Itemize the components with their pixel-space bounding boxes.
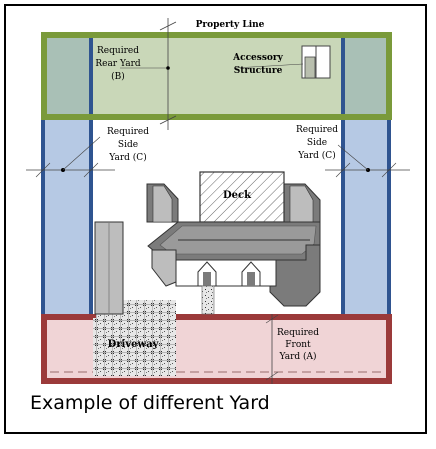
roof-wing-front-left: [151, 249, 177, 287]
accessory-label-line1: Accessory: [232, 53, 284, 63]
front-yard-label-line2: Front: [285, 340, 311, 350]
side-yard-right-label-line1: Required: [296, 125, 338, 135]
front-porch: [175, 259, 277, 287]
front-yard-label-line1: Required: [277, 328, 319, 338]
property-line-title: Property Line: [196, 20, 265, 30]
side-yard-left-label-line3: Yard (C): [108, 152, 146, 163]
side-yard-right-label-line3: Yard (C): [297, 150, 335, 161]
rear-yard-corner-right: [343, 38, 386, 114]
side-yard-right: [343, 118, 391, 316]
side-yard-left: [43, 118, 91, 316]
front-yard-label-line3: Yard (A): [278, 351, 316, 362]
roof-wing-front-right: [269, 244, 321, 307]
accessory-label-line2: Structure: [234, 66, 283, 76]
accessory-door: [304, 56, 316, 79]
deck: [199, 171, 285, 223]
side-yard-left-label-line2: Side: [118, 140, 138, 150]
deck-label: Deck: [223, 190, 252, 201]
accessory-leader: [234, 63, 304, 69]
driveway: [93, 318, 176, 376]
side-yard-right-label-line2: Side: [307, 138, 327, 148]
driveway-label: Driveway: [108, 339, 160, 350]
rear-yard-label-line2: Rear Yard: [95, 59, 141, 69]
rear-yard-label-line3: (B): [111, 71, 125, 82]
side-yard-left-label-line1: Required: [107, 127, 149, 137]
front-walkway: [201, 285, 215, 315]
rear-yard-label-line1: Required: [97, 46, 139, 56]
diagram-caption: Example of different Yard: [30, 392, 270, 414]
rear-yard: [41, 32, 392, 120]
rear-yard-corner-left: [47, 38, 91, 114]
